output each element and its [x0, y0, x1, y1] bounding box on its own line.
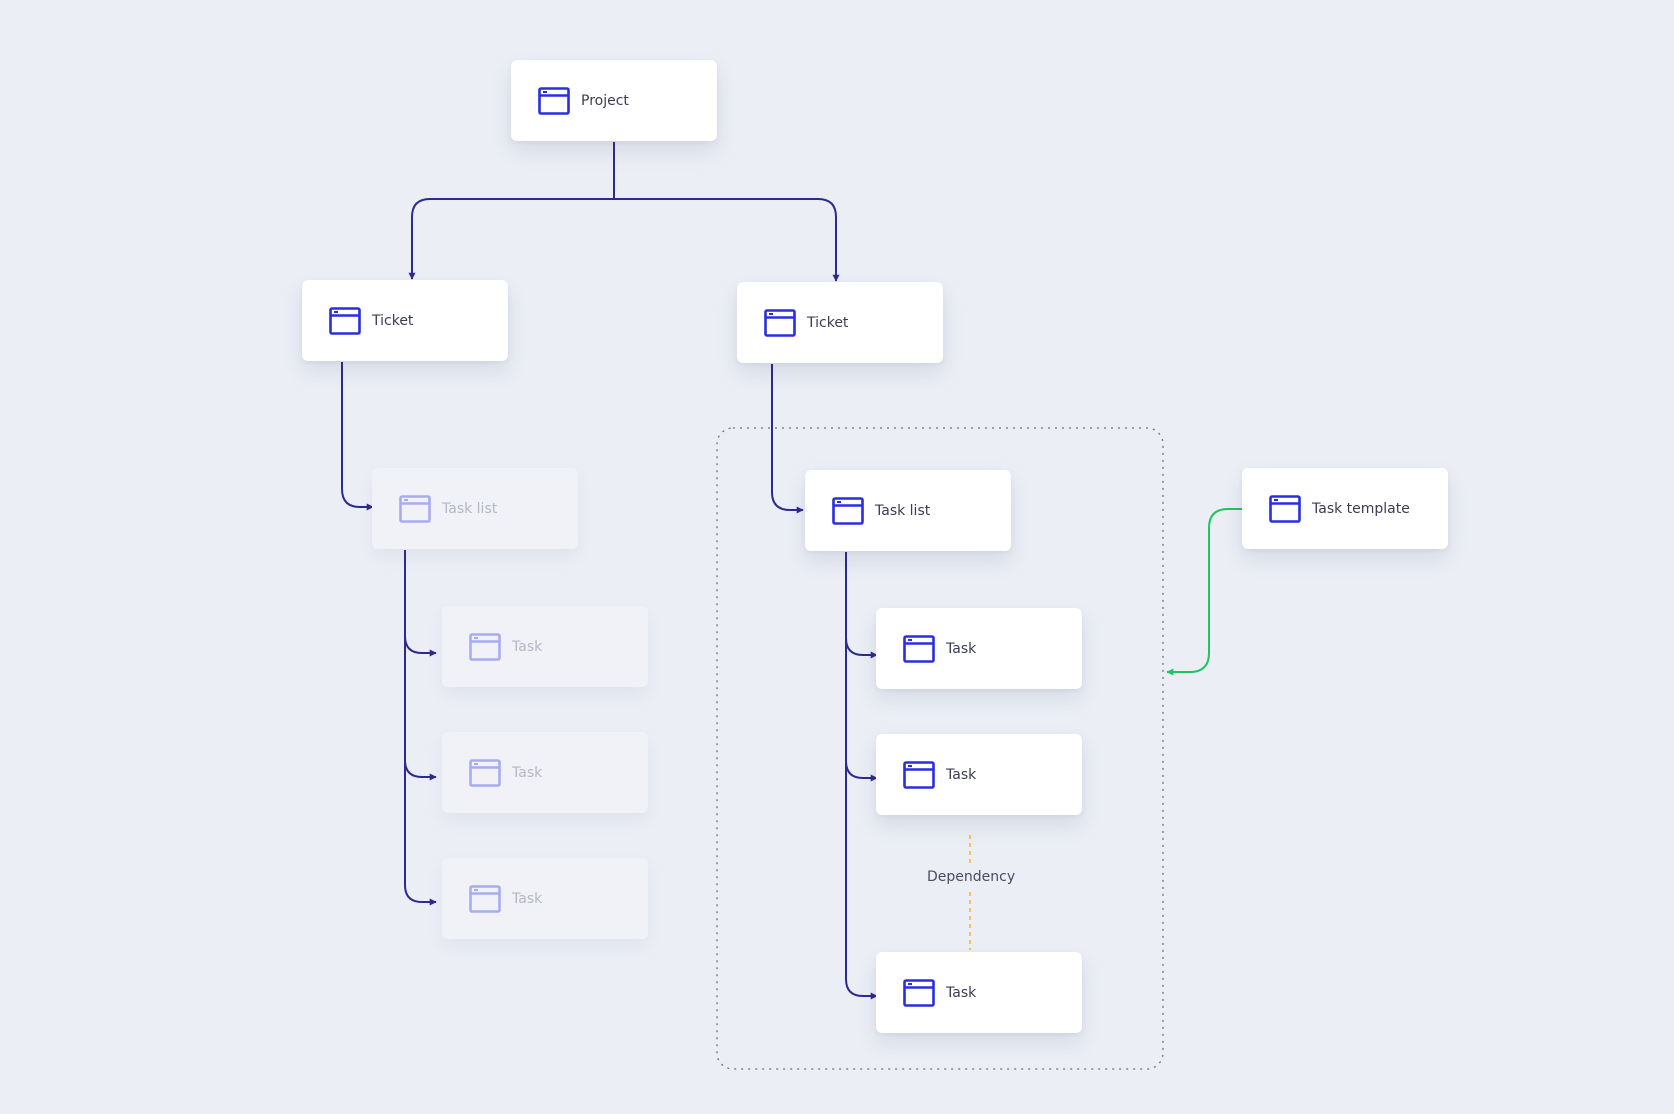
task-node-right-2[interactable]: Task: [876, 734, 1082, 815]
window-icon: [469, 884, 501, 913]
connector-ticket-to-task-list-left: [341, 362, 374, 511]
project-node[interactable]: Project: [511, 60, 717, 141]
connector-ticket-to-task-list-right: [771, 364, 804, 514]
window-icon: [903, 634, 935, 663]
connector-to-task-left-1: [404, 635, 437, 657]
window-icon: [329, 306, 361, 335]
task-node-left-3-label: Task: [512, 890, 543, 907]
task-node-left-1[interactable]: Task: [442, 606, 648, 687]
connector-project-to-ticket-right: [614, 198, 840, 282]
window-icon: [538, 86, 570, 115]
connector-to-task-right-3: [845, 978, 878, 1000]
window-icon: [832, 496, 864, 525]
window-icon: [1269, 494, 1301, 523]
task-node-right-1-label: Task: [946, 640, 977, 657]
window-icon: [903, 760, 935, 789]
connector-task-template-to-group: [1166, 508, 1242, 676]
project-node-label: Project: [581, 92, 629, 109]
window-icon: [399, 494, 431, 523]
task-template-node[interactable]: Task template: [1242, 468, 1448, 549]
ticket-node-right-label: Ticket: [807, 314, 849, 331]
task-node-left-1-label: Task: [512, 638, 543, 655]
task-node-right-2-label: Task: [946, 766, 977, 783]
connector-to-task-left-3: [404, 884, 437, 906]
dependency-label: Dependency: [927, 869, 1016, 885]
task-node-left-2-label: Task: [512, 764, 543, 781]
task-node-right-3[interactable]: Task: [876, 952, 1082, 1033]
task-list-node-left-label: Task list: [442, 500, 498, 517]
window-icon: [764, 308, 796, 337]
task-list-node-left[interactable]: Task list: [372, 468, 578, 549]
ticket-node-left-label: Ticket: [372, 312, 414, 329]
connector-to-task-right-1: [845, 637, 878, 659]
window-icon: [469, 632, 501, 661]
task-node-left-3[interactable]: Task: [442, 858, 648, 939]
connector-to-task-left-2: [404, 759, 437, 781]
ticket-node-right[interactable]: Ticket: [737, 282, 943, 363]
ticket-node-left[interactable]: Ticket: [302, 280, 508, 361]
task-list-node-right-label: Task list: [875, 502, 931, 519]
window-icon: [903, 978, 935, 1007]
connector-to-task-right-2: [845, 760, 878, 782]
task-template-node-label: Task template: [1312, 500, 1410, 517]
task-list-node-right[interactable]: Task list: [805, 470, 1011, 551]
window-icon: [469, 758, 501, 787]
task-node-left-2[interactable]: Task: [442, 732, 648, 813]
connector-project-to-ticket-left: [408, 198, 614, 280]
task-node-right-1[interactable]: Task: [876, 608, 1082, 689]
task-node-right-3-label: Task: [946, 984, 977, 1001]
task-list-group-outline: [716, 427, 1164, 1070]
